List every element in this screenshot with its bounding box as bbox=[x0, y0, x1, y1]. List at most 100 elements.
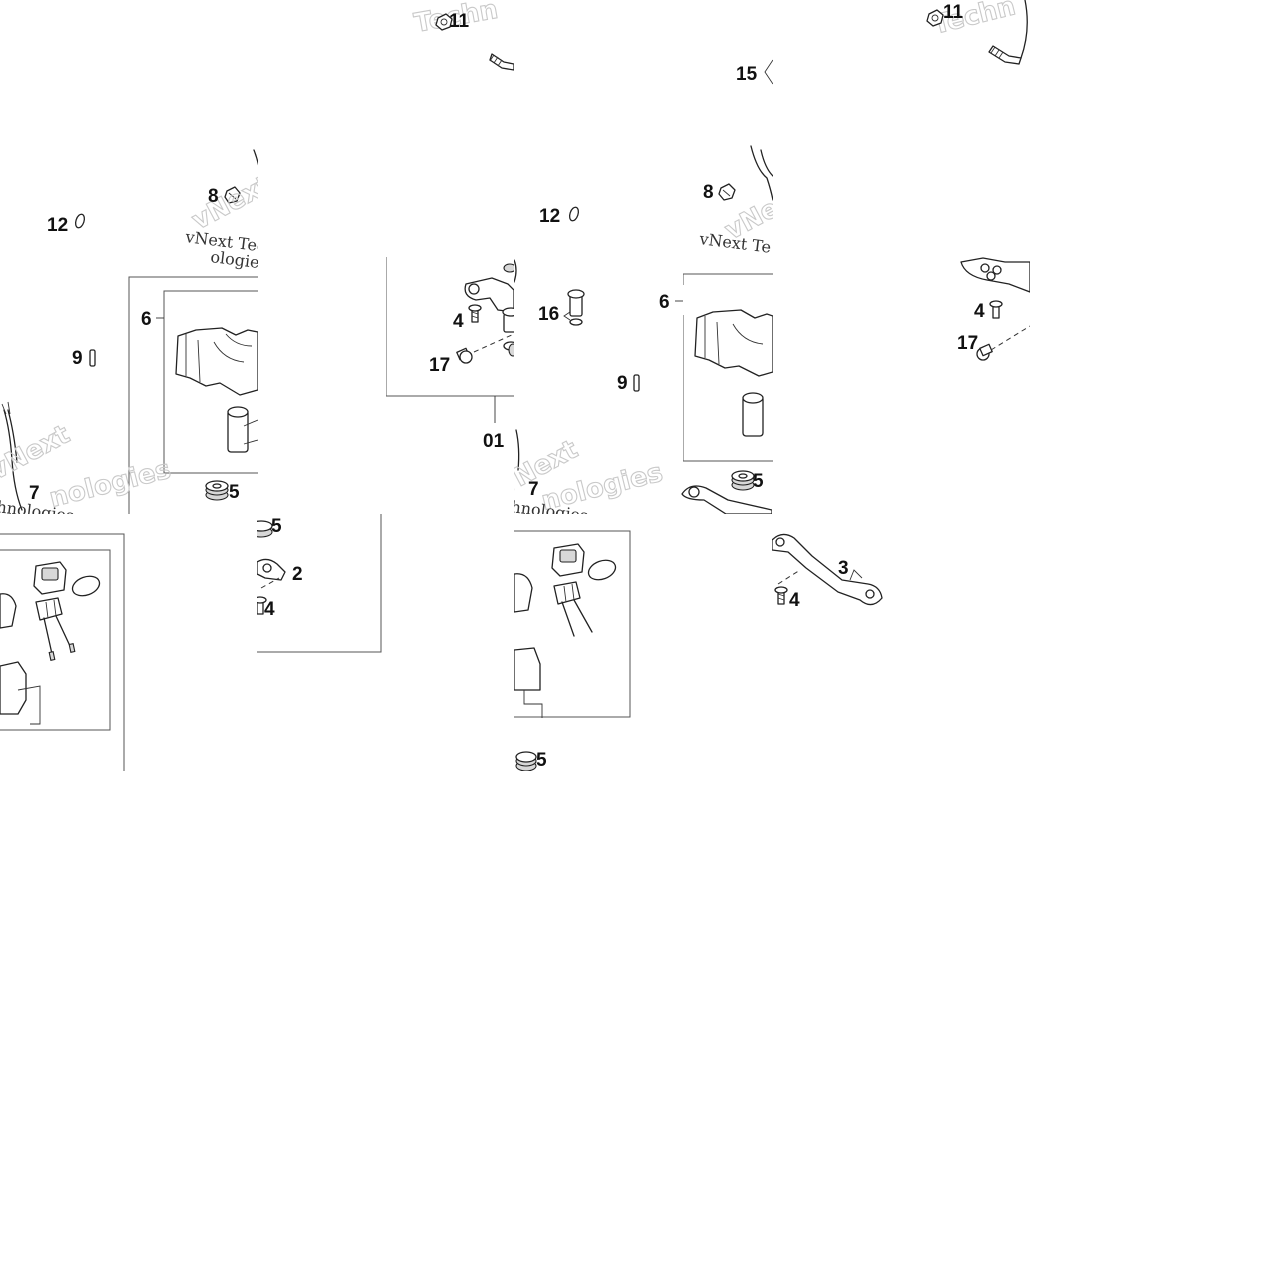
o-ring-part-12-b bbox=[568, 206, 580, 222]
callout-11: 11 bbox=[449, 11, 470, 32]
cable-c bbox=[760, 149, 773, 177]
inner-frame-f bbox=[0, 549, 111, 731]
cable-d bbox=[1020, 0, 1028, 59]
label-6-overlay: 6 bbox=[655, 285, 685, 315]
diagram-tile-a: vNext vNext Tec ologies vNext nologies h… bbox=[0, 0, 258, 514]
outer-frame-f bbox=[0, 533, 125, 771]
assembly-axis-i bbox=[777, 569, 801, 585]
screw-part-4-c bbox=[257, 596, 267, 615]
callout-5-b: 5 bbox=[753, 471, 764, 492]
diagram-tile-d: 15 vNext vNext Te 8 bbox=[683, 0, 773, 462]
assembly-axis-g bbox=[260, 577, 280, 589]
switch-housing-part-6-b bbox=[694, 309, 773, 437]
pin-part-9 bbox=[89, 349, 96, 367]
nut-part-11 bbox=[435, 13, 453, 31]
screw-part-17-b bbox=[976, 343, 993, 361]
bracket-edge bbox=[514, 259, 517, 283]
callout-4-d: 4 bbox=[789, 590, 800, 611]
diagram-tile-g: 5 2 4 bbox=[257, 514, 382, 654]
inner-frame bbox=[163, 290, 258, 474]
callout-12: 12 bbox=[47, 215, 68, 236]
callout-7: 7 bbox=[29, 483, 40, 504]
tile-c-drawing: vNext nologies hnologies 12 16 9 7 5 bbox=[514, 206, 772, 514]
housing-lower-bracket bbox=[17, 685, 41, 725]
bracket-part-e bbox=[960, 257, 1030, 293]
nut-part-11-b bbox=[926, 9, 944, 27]
bracket-part-2 bbox=[464, 263, 514, 313]
washer-part-15 bbox=[764, 59, 773, 85]
callout-11-b: 11 bbox=[943, 2, 964, 23]
wire-edge bbox=[515, 429, 520, 471]
callout-8-b: 8 bbox=[703, 182, 714, 203]
outer-frame bbox=[128, 276, 258, 514]
grommet-part-5-d bbox=[515, 751, 537, 771]
watermark-serif-2: ologies bbox=[210, 247, 258, 273]
nut-part-8 bbox=[224, 186, 241, 204]
callout-8: 8 bbox=[208, 186, 219, 207]
tile-e-drawing: Techn bbox=[926, 0, 1030, 361]
callout-15: 15 bbox=[736, 64, 758, 85]
diagram-tile-h: 5 bbox=[514, 514, 632, 771]
callout-4-c: 4 bbox=[264, 599, 275, 620]
tile-i-drawing: 3 4 bbox=[772, 533, 883, 611]
callout-01: 01 bbox=[483, 431, 505, 452]
watermark-script: vNext bbox=[187, 170, 258, 237]
tile-f-drawing bbox=[0, 533, 125, 771]
frame-h bbox=[514, 530, 631, 718]
watermark-serif-5: vNext Te bbox=[698, 229, 773, 257]
bolt-part-11-b bbox=[988, 45, 1022, 65]
plug-part-16 bbox=[502, 307, 514, 357]
switch-housing-part-6 bbox=[175, 327, 258, 453]
callout-4-b: 4 bbox=[974, 301, 985, 322]
callout-2: 2 bbox=[292, 564, 303, 585]
housing-lower-edge-b bbox=[514, 647, 541, 691]
bracket-part-3 bbox=[772, 533, 883, 606]
housing-lower-edge bbox=[0, 661, 27, 715]
callout-5-c: 5 bbox=[271, 516, 282, 537]
grommet-part-5-b bbox=[731, 470, 755, 491]
display-part bbox=[33, 561, 101, 597]
callout-16: 16 bbox=[538, 304, 559, 325]
tile-b-drawing: Techn bbox=[386, 0, 514, 397]
o-ring-part-12 bbox=[74, 213, 86, 229]
screw-part-4 bbox=[468, 304, 482, 323]
diagram-tile-b: Techn bbox=[386, 0, 514, 397]
pin-part-9-b bbox=[633, 374, 640, 392]
nut-part-8-b bbox=[718, 183, 736, 201]
housing-left-edge-b bbox=[514, 573, 533, 613]
bracket-part-2-b bbox=[257, 558, 286, 581]
callout-3: 3 bbox=[838, 558, 849, 579]
callout-4: 4 bbox=[453, 311, 464, 332]
bolt-part-11 bbox=[489, 53, 514, 71]
housing-left-edge bbox=[0, 593, 17, 629]
tile-g-drawing: 5 2 4 bbox=[257, 514, 382, 653]
frame-g bbox=[257, 514, 382, 653]
callout-6-b: 6 bbox=[659, 292, 670, 313]
connector-part bbox=[35, 597, 76, 661]
wire-part-7b bbox=[7, 409, 18, 463]
wire-ends bbox=[1, 401, 11, 415]
callout-17-b: 17 bbox=[957, 333, 978, 354]
callout-17: 17 bbox=[429, 355, 450, 376]
grommet-part-5 bbox=[205, 480, 229, 501]
cable-b bbox=[750, 145, 773, 201]
housing-lower-bracket-b bbox=[523, 690, 543, 718]
callout-12-b: 12 bbox=[539, 206, 560, 227]
tile-h-drawing: 5 bbox=[514, 530, 631, 771]
screw-part-4-d bbox=[774, 586, 788, 605]
plug-part-16-b bbox=[563, 289, 585, 326]
callout-7-b: 7 bbox=[528, 479, 539, 500]
assembly-axis-b bbox=[990, 325, 1030, 351]
diagram-tile-i: 3 4 bbox=[772, 514, 890, 614]
diagram-tile-f bbox=[0, 514, 125, 771]
display-part-b bbox=[551, 543, 617, 581]
wire-part-7 bbox=[3, 409, 23, 511]
connector-part-b bbox=[553, 581, 593, 637]
screw-part-4-b bbox=[989, 300, 1003, 319]
callout-5: 5 bbox=[229, 482, 240, 503]
tile-d-drawing: 15 vNext vNext Te 8 bbox=[683, 59, 773, 462]
screw-part-17 bbox=[456, 347, 473, 364]
callout-6: 6 bbox=[141, 309, 152, 330]
watermark-script-2: vNext bbox=[0, 420, 75, 487]
